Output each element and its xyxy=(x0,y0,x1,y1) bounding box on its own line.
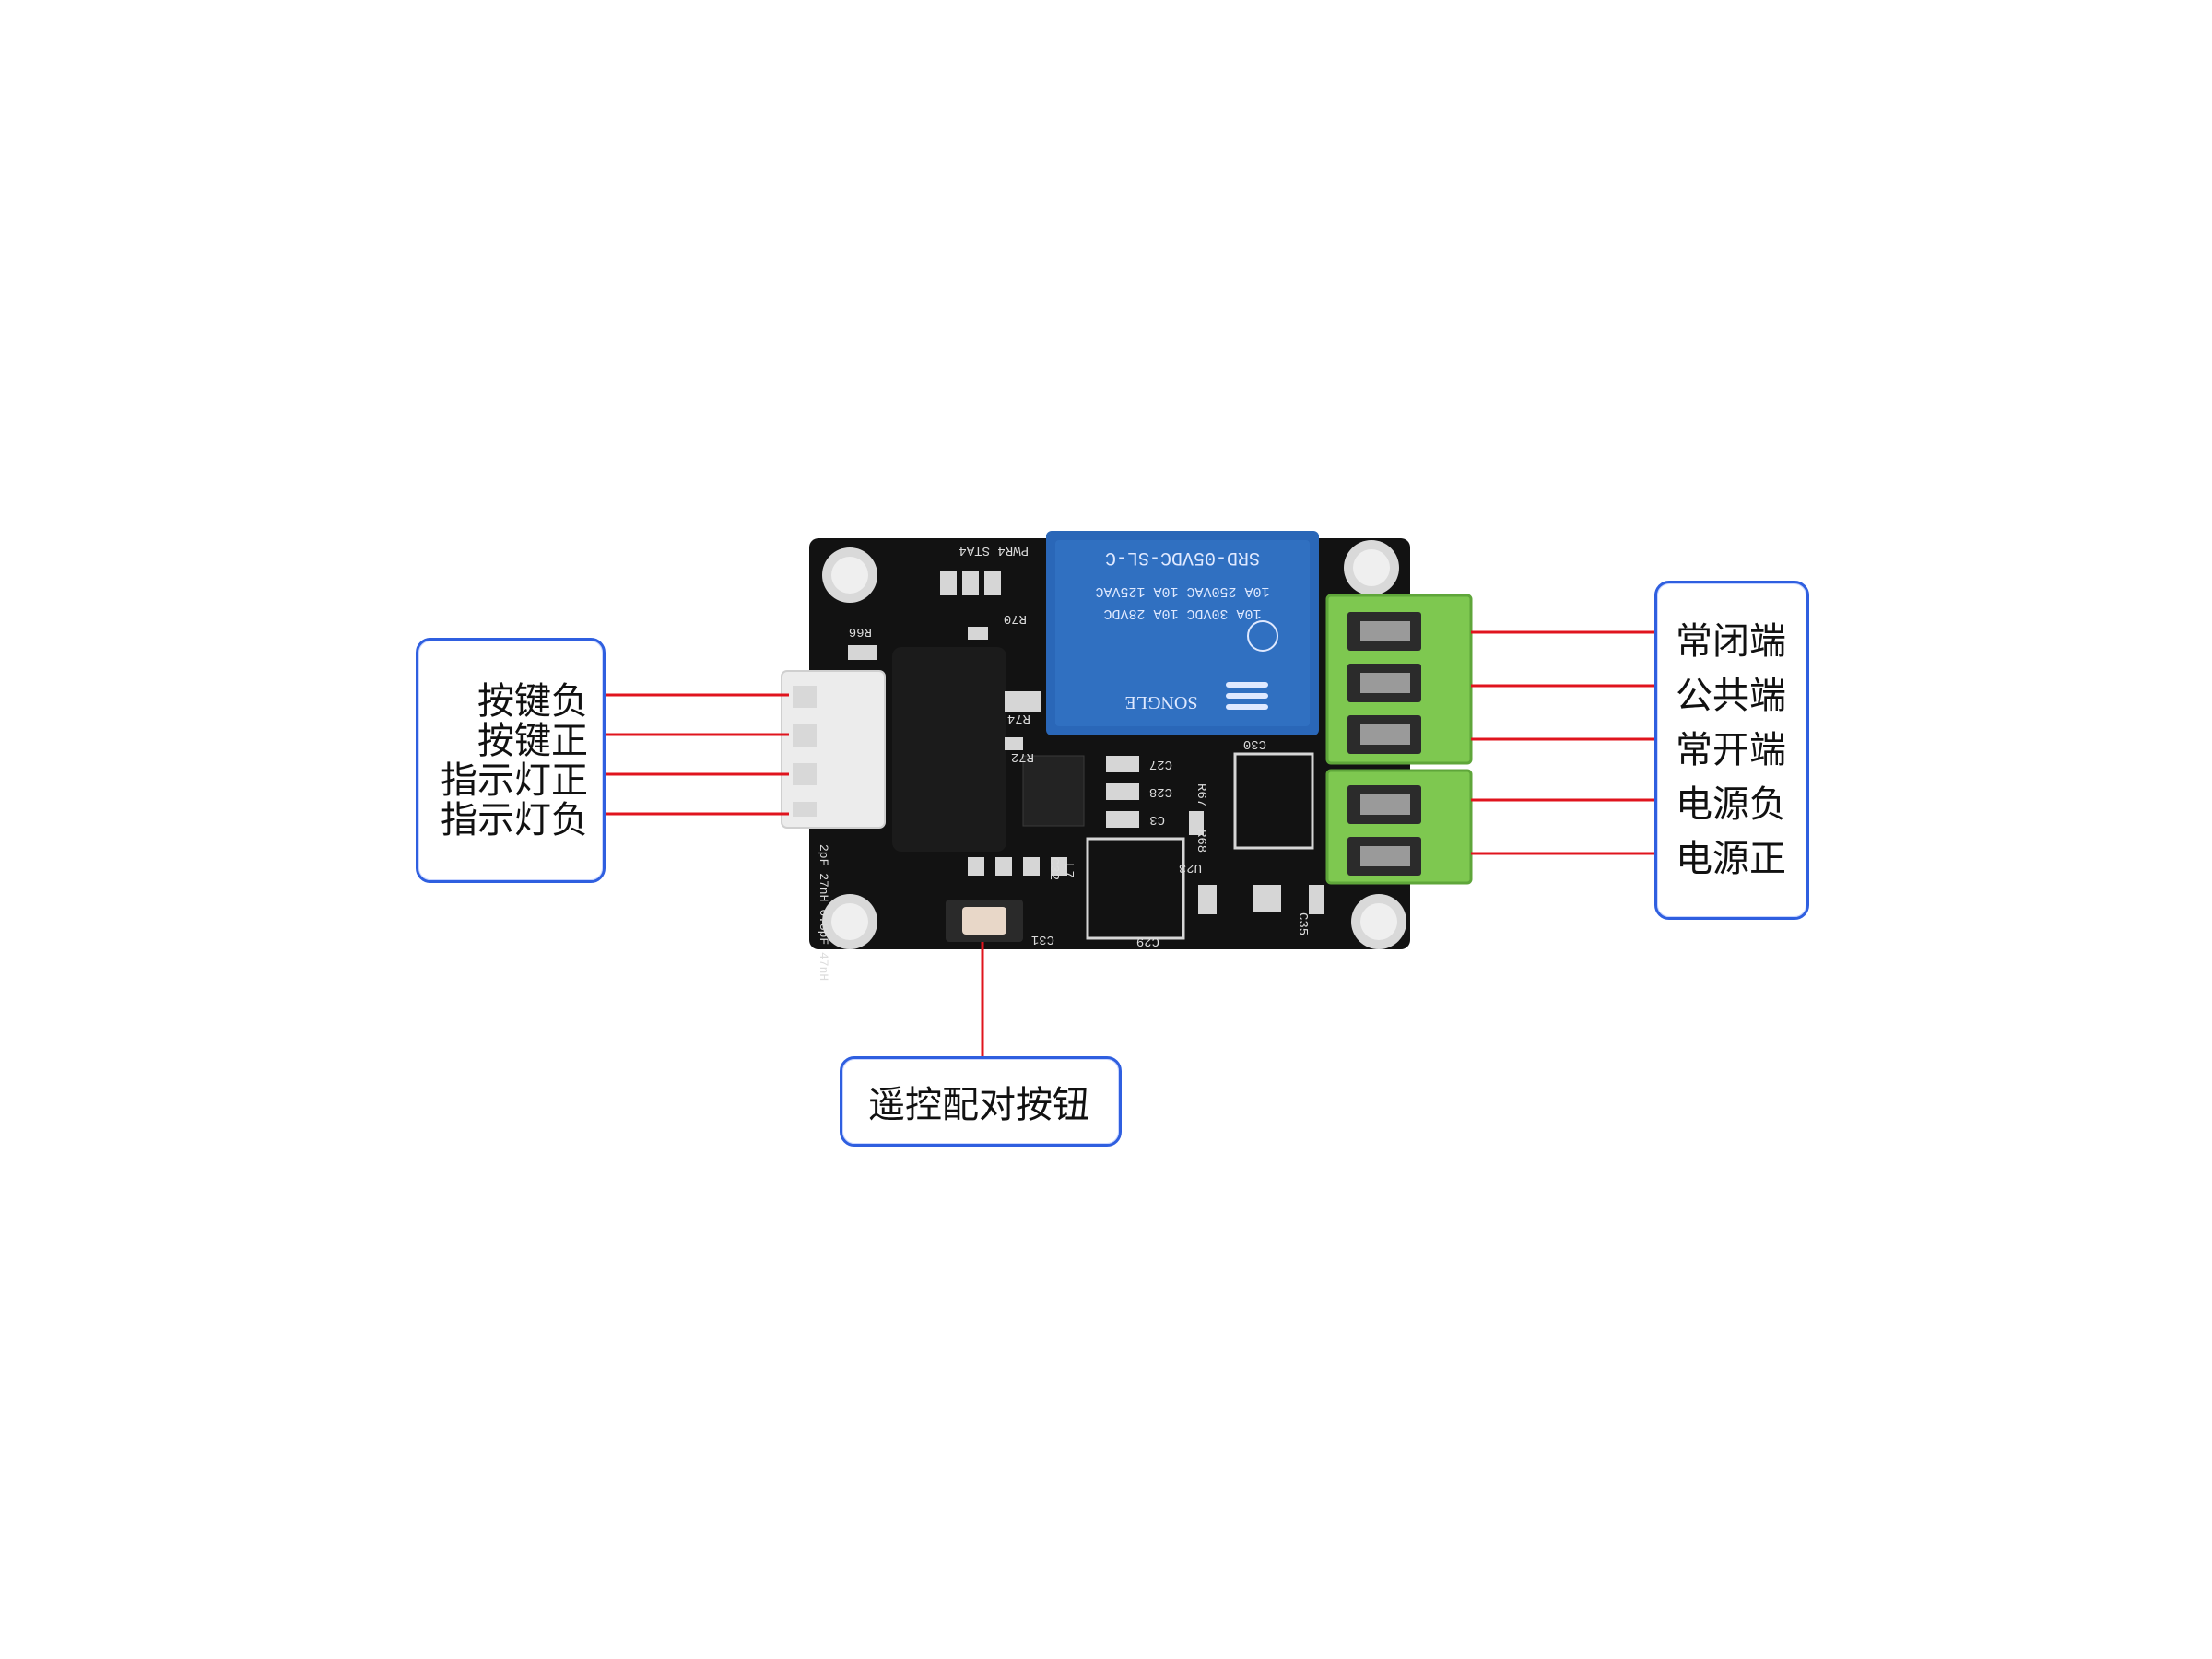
label-led-negative: 指示灯负 xyxy=(441,799,588,841)
silk-r70: R70 xyxy=(1004,611,1027,626)
silk-r66: R66 xyxy=(849,624,872,639)
silk-c32: C32 xyxy=(1046,857,1061,880)
label-key-negative: 按键负 xyxy=(477,680,588,723)
silk-l7: L7 xyxy=(1061,863,1076,878)
pairing-button xyxy=(946,900,1023,942)
ic-chip xyxy=(1022,755,1085,827)
silk-r67: R67 xyxy=(1194,783,1208,806)
silk-u23: U23 xyxy=(1179,860,1202,875)
jst-connector xyxy=(781,670,886,829)
terminal-block-relay xyxy=(1325,594,1473,765)
silk-c3: C3 xyxy=(1149,812,1165,827)
mounting-hole-bottom-left xyxy=(822,894,877,949)
label-power-negative: 电源负 xyxy=(1676,783,1786,826)
label-normally-closed: 常闭端 xyxy=(1676,620,1786,663)
silk-r68: R68 xyxy=(1194,830,1208,853)
relay-logo xyxy=(1226,682,1268,710)
electrolytic-cap-outline-2 xyxy=(1233,752,1314,850)
silk-c35: C35 xyxy=(1295,912,1310,935)
relay-model-text: SRD-05VDC-SL-C xyxy=(1105,547,1260,568)
label-power-positive: 电源正 xyxy=(1676,838,1786,880)
relay-rating-2-text: 10A 30VDC 10A 28VDC xyxy=(1103,606,1261,621)
bottom-label-box: 遥控配对按钮 xyxy=(840,1056,1122,1147)
relay-brand-text: SONGLE xyxy=(1125,692,1198,712)
silk-c31: C31 xyxy=(1031,932,1054,947)
silk-c27: C27 xyxy=(1149,757,1172,771)
antenna-coil xyxy=(892,647,1006,852)
silk-pwr-sta: PWR4 STA4 xyxy=(959,543,1029,558)
relay-rating-1-text: 10A 250VAC 10A 125VAC xyxy=(1095,583,1269,599)
label-led-positive: 指示灯正 xyxy=(441,759,588,802)
silk-c29: C29 xyxy=(1136,934,1159,948)
silk-r74: R74 xyxy=(1007,711,1030,725)
left-label-box: 按键负 按键正 指示灯正 指示灯负 xyxy=(416,638,606,883)
electrolytic-cap-outline xyxy=(1086,837,1185,940)
mounting-hole-top-right xyxy=(1344,540,1399,595)
right-label-box: 常闭端 公共端 常开端 电源负 电源正 xyxy=(1654,581,1809,920)
silk-c30: C30 xyxy=(1243,736,1266,751)
smd-components xyxy=(848,571,1324,914)
label-pairing-button: 遥控配对按钮 xyxy=(868,1084,1089,1126)
silk-c28: C28 xyxy=(1149,784,1172,799)
label-normally-open: 常开端 xyxy=(1676,729,1786,771)
mounting-hole-top-left xyxy=(822,547,877,603)
leader-lines xyxy=(606,630,1654,1056)
mounting-hole-bottom-right xyxy=(1351,894,1406,949)
label-common: 公共端 xyxy=(1676,675,1786,717)
silk-r72: R72 xyxy=(1011,749,1034,764)
terminal-block-power xyxy=(1325,769,1473,885)
relay-cert-mark xyxy=(1247,620,1278,652)
label-key-positive: 按键正 xyxy=(477,720,588,762)
silk-rf-values: 2pF 27nH 6.8pF 47nH xyxy=(817,844,830,981)
